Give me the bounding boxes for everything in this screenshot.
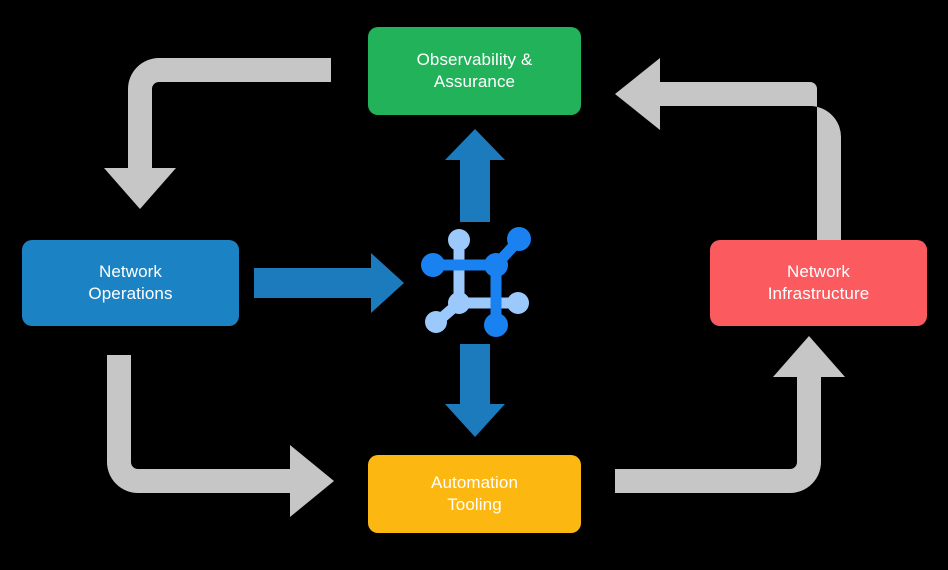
node-observability-assurance[interactable]: Observability & Assurance [368, 27, 581, 115]
node-automation-label: Automation Tooling [431, 472, 518, 514]
arrow-automation-to-infrastructure [615, 336, 845, 493]
node-network-operations[interactable]: Network Operations [22, 240, 239, 326]
arrow-infrastructure-to-observability [615, 58, 841, 240]
node-observability-label: Observability & Assurance [416, 49, 533, 91]
arrow-center-to-automation [445, 344, 505, 437]
arrow-observability-to-operations [104, 58, 331, 209]
node-infrastructure-label: Network Infrastructure [767, 261, 870, 303]
arrow-center-to-observability [445, 129, 505, 222]
node-operations-label: Network Operations [88, 261, 173, 303]
arrow-operations-to-center [254, 253, 404, 313]
node-automation-tooling[interactable]: Automation Tooling [368, 455, 581, 533]
node-network-infrastructure[interactable]: Network Infrastructure [710, 240, 927, 326]
network-topology-icon [421, 227, 531, 337]
arrow-operations-to-automation [107, 355, 334, 517]
